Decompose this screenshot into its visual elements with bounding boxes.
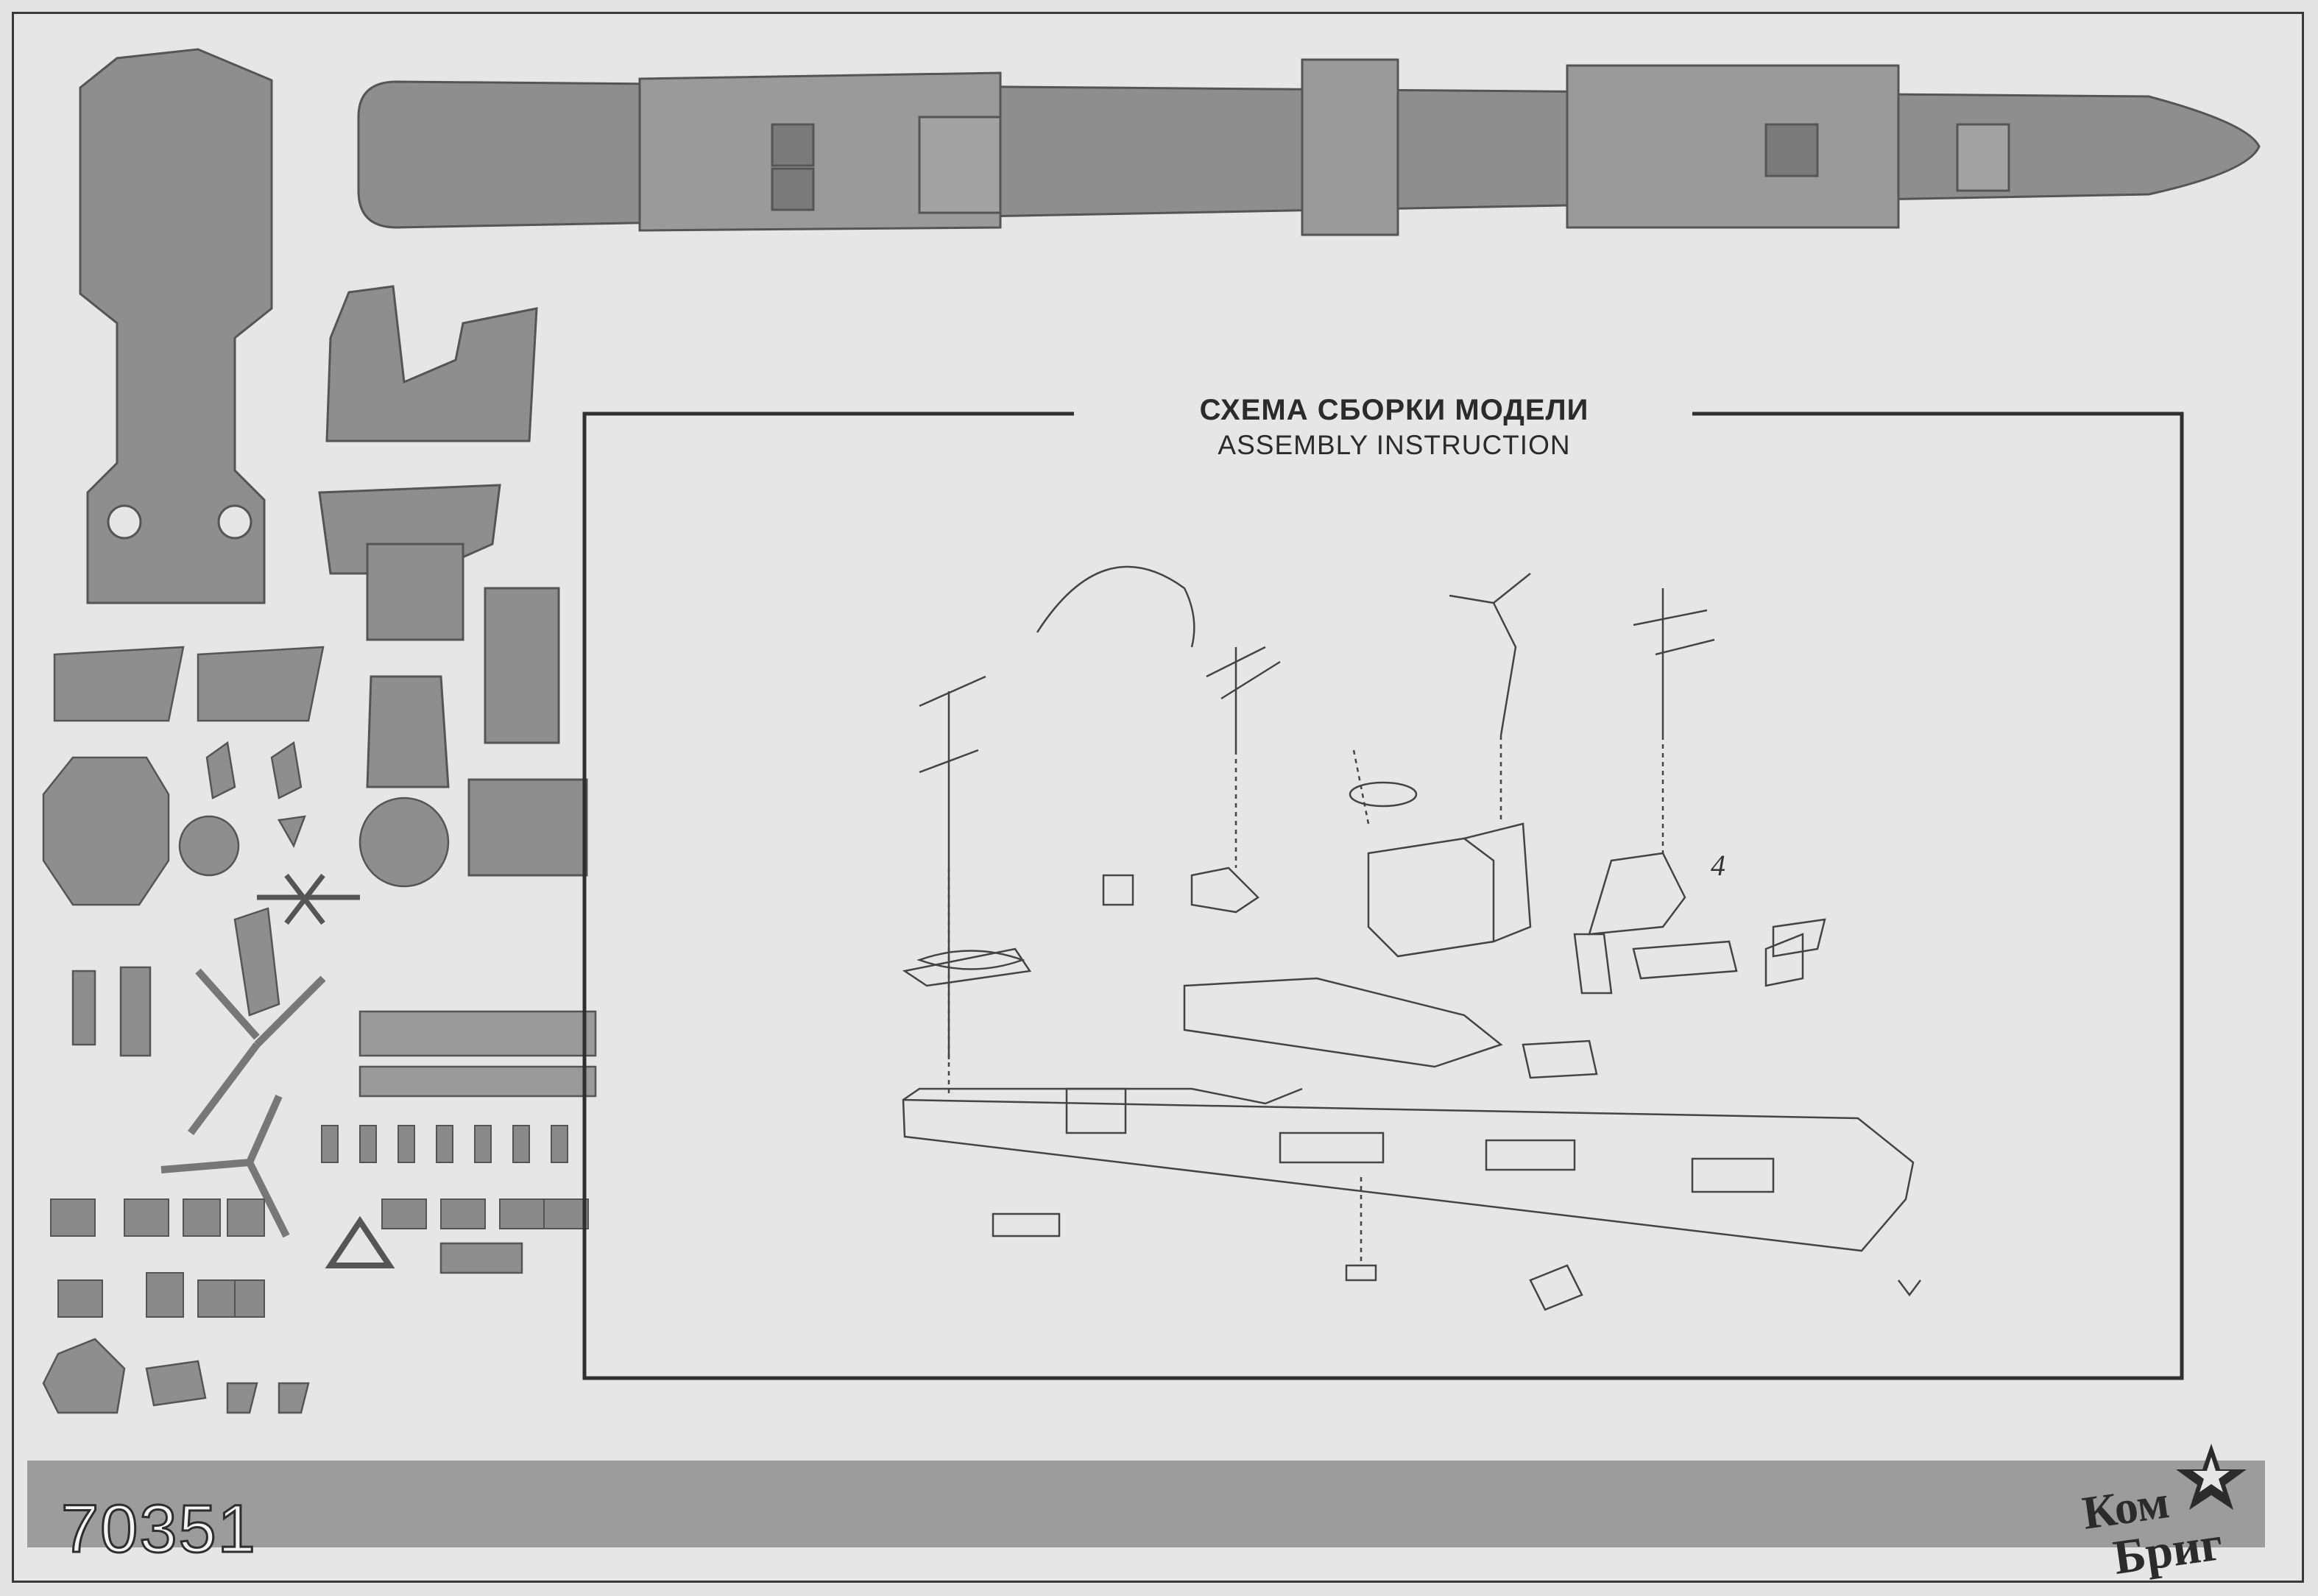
assembly-heading: СХЕМА СБОРКИ МОДЕЛИ ASSEMBLY INSTRUCTION bbox=[1096, 391, 1692, 464]
figure-parts-row bbox=[50, 1125, 589, 1318]
heading-title-ru: СХЕМА СБОРКИ МОДЕЛИ bbox=[1199, 394, 1589, 426]
part-callout: 4 bbox=[1711, 849, 1725, 882]
star-icon bbox=[2176, 1444, 2247, 1510]
hull-side-part bbox=[79, 48, 273, 604]
heading-title-en: ASSEMBLY INSTRUCTION bbox=[1218, 430, 1571, 460]
kit-number: 70351 bbox=[60, 1491, 257, 1568]
hull-deck-plan bbox=[357, 58, 2261, 236]
assembly-frame bbox=[582, 412, 2184, 1380]
small-parts bbox=[42, 646, 597, 1414]
kit-number-band bbox=[27, 1461, 2265, 1547]
superstructure-part bbox=[318, 285, 588, 877]
callout-layer: 4 bbox=[1711, 849, 1725, 882]
assembly-drawing bbox=[902, 565, 1921, 1311]
instruction-sheet: СХЕМА СБОРКИ МОДЕЛИ ASSEMBLY INSTRUCTION… bbox=[12, 12, 2304, 1583]
brand-logo: Ком Бриг bbox=[2068, 1436, 2289, 1581]
sheet-artwork bbox=[27, 48, 2265, 1547]
